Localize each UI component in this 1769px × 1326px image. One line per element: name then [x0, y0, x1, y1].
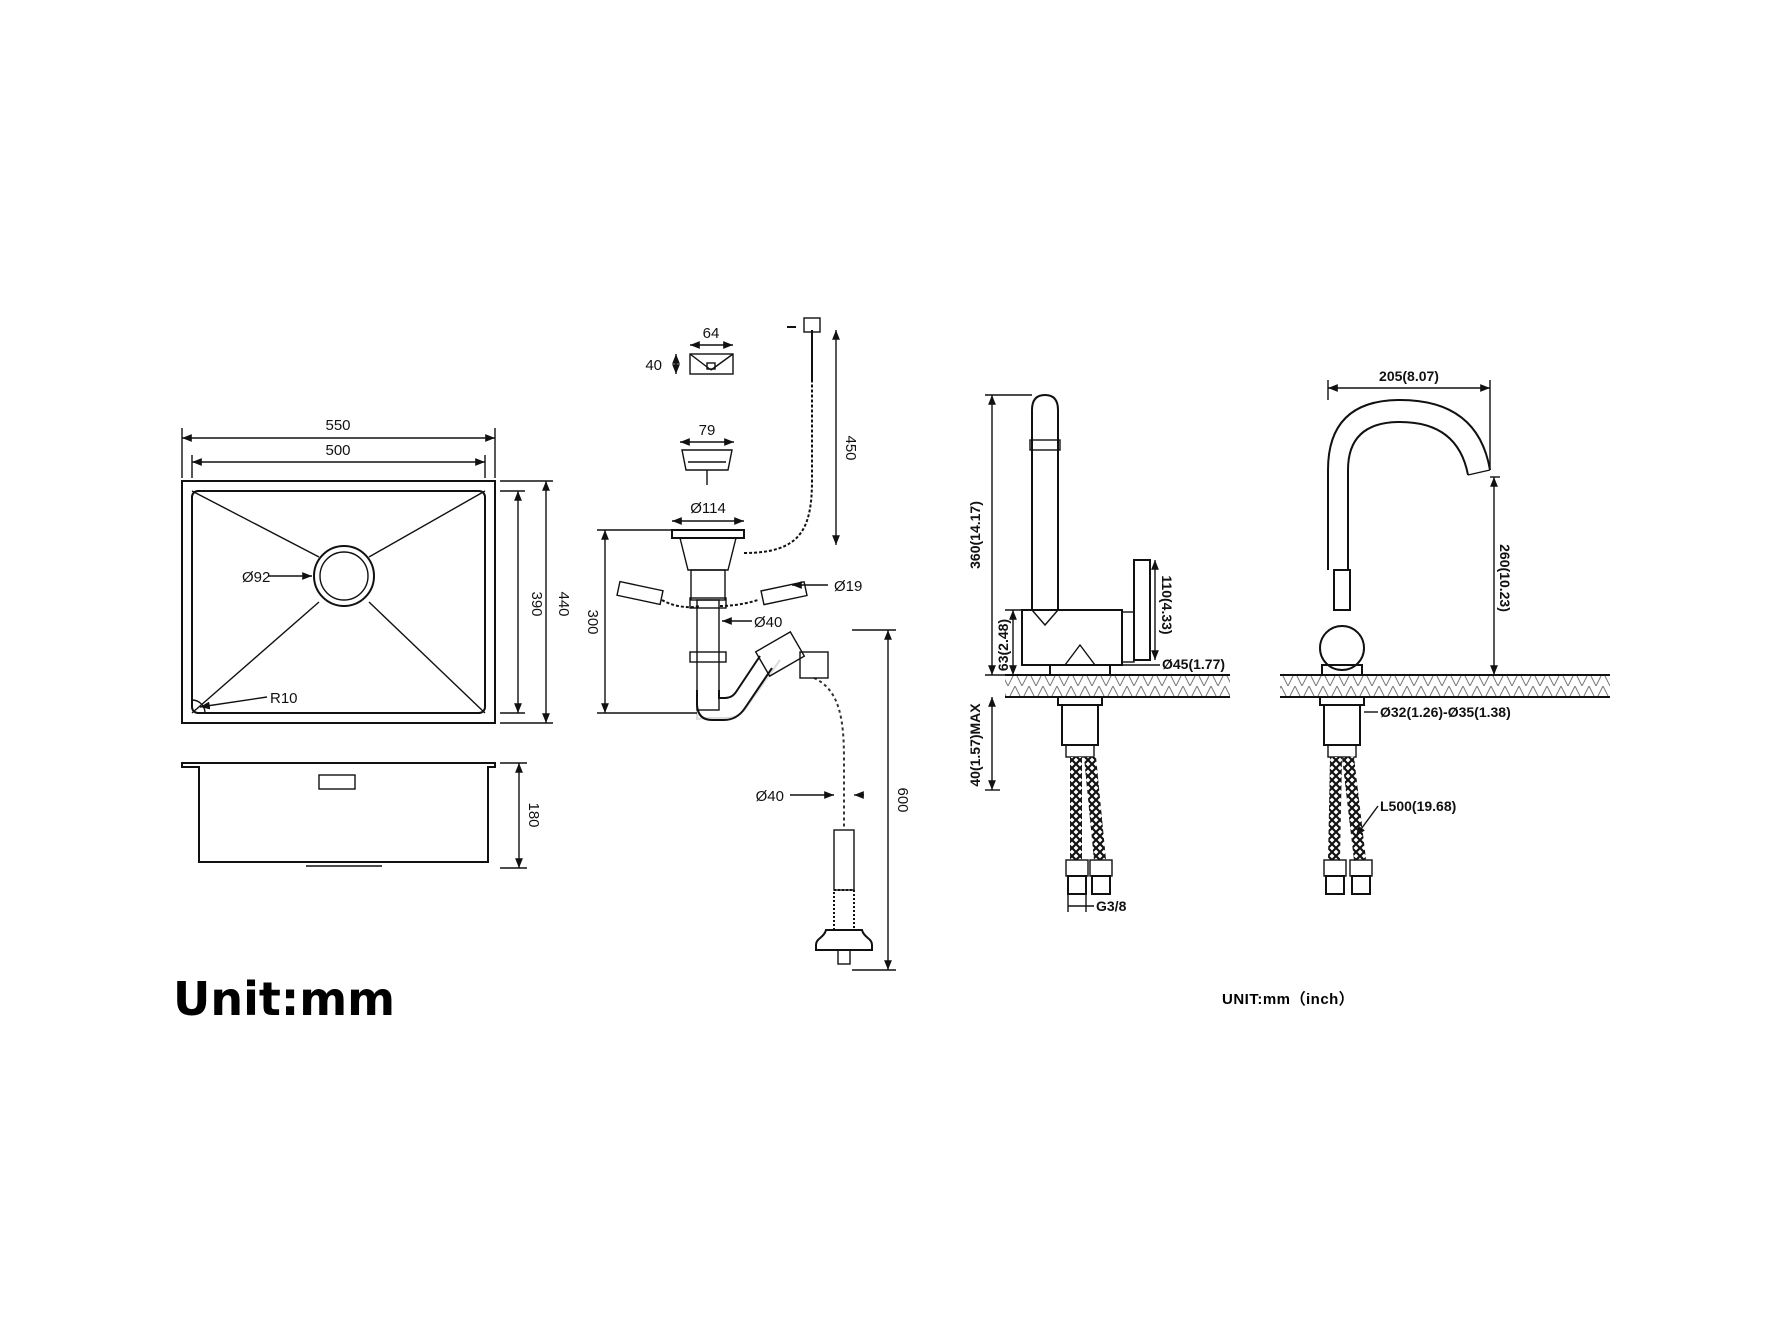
unit-label-left: Unit:mm: [173, 972, 396, 1026]
reach-label: 205(8.07): [1379, 368, 1439, 384]
max-thickness-label: 40(1.57)MAX: [967, 703, 983, 787]
overflow-height-label: 40: [645, 357, 662, 374]
overflow-width-label: 64: [703, 325, 720, 342]
outlet-length-label: 600: [894, 787, 911, 812]
drain-diameter-label: Ø92: [242, 569, 270, 586]
sink-inner-width-label: 500: [325, 442, 350, 459]
faucet-height-label: 360(14.17): [967, 501, 983, 569]
sink-outer-width-label: 550: [325, 417, 350, 434]
sink-height-label: 180: [525, 802, 542, 827]
outlet-diameter-label: Ø40: [756, 788, 784, 805]
pipe-diameter-label: Ø40: [754, 614, 782, 631]
thread-size-label: G3/8: [1096, 898, 1127, 914]
corner-radius-label: R10: [270, 690, 298, 707]
sink-side-view: 180: [181, 762, 542, 869]
sink-top-view: 550 500 390 440 Ø92 R10: [181, 417, 572, 724]
spout-height-label: 260(10.23): [1497, 544, 1513, 612]
hose-length-label-front: L500(19.68): [1380, 798, 1456, 814]
basket-diameter-label: Ø114: [690, 500, 726, 517]
faucet-side-view: G3/8 360(14.17) 63(2.48) 40(1.57)MAX 110…: [967, 393, 1230, 914]
hose-length-label: 450: [842, 435, 859, 460]
drain-kit-drawing: 64 40 79 Ø114 450 Ø19 Ø40: [584, 317, 911, 971]
faucet-front-view: 205(8.07) 260(10.23) Ø32(1.26)-Ø35(1.38)…: [1280, 368, 1610, 895]
hole-diameter-label: Ø32(1.26)-Ø35(1.38): [1380, 704, 1511, 720]
overflow-pipe-label: Ø19: [834, 578, 862, 595]
sink-inner-depth-label: 390: [528, 591, 545, 616]
body-diameter-label: Ø45(1.77): [1162, 656, 1225, 672]
body-height-label: 63(2.48): [995, 619, 1011, 671]
sink-outer-depth-label: 440: [555, 591, 572, 616]
handle-length-label: 110(4.33): [1159, 575, 1175, 634]
unit-label-right: UNIT:mm（inch）: [1222, 991, 1355, 1008]
trap-height-label: 300: [584, 609, 601, 634]
strainer-width-label: 79: [699, 422, 716, 439]
